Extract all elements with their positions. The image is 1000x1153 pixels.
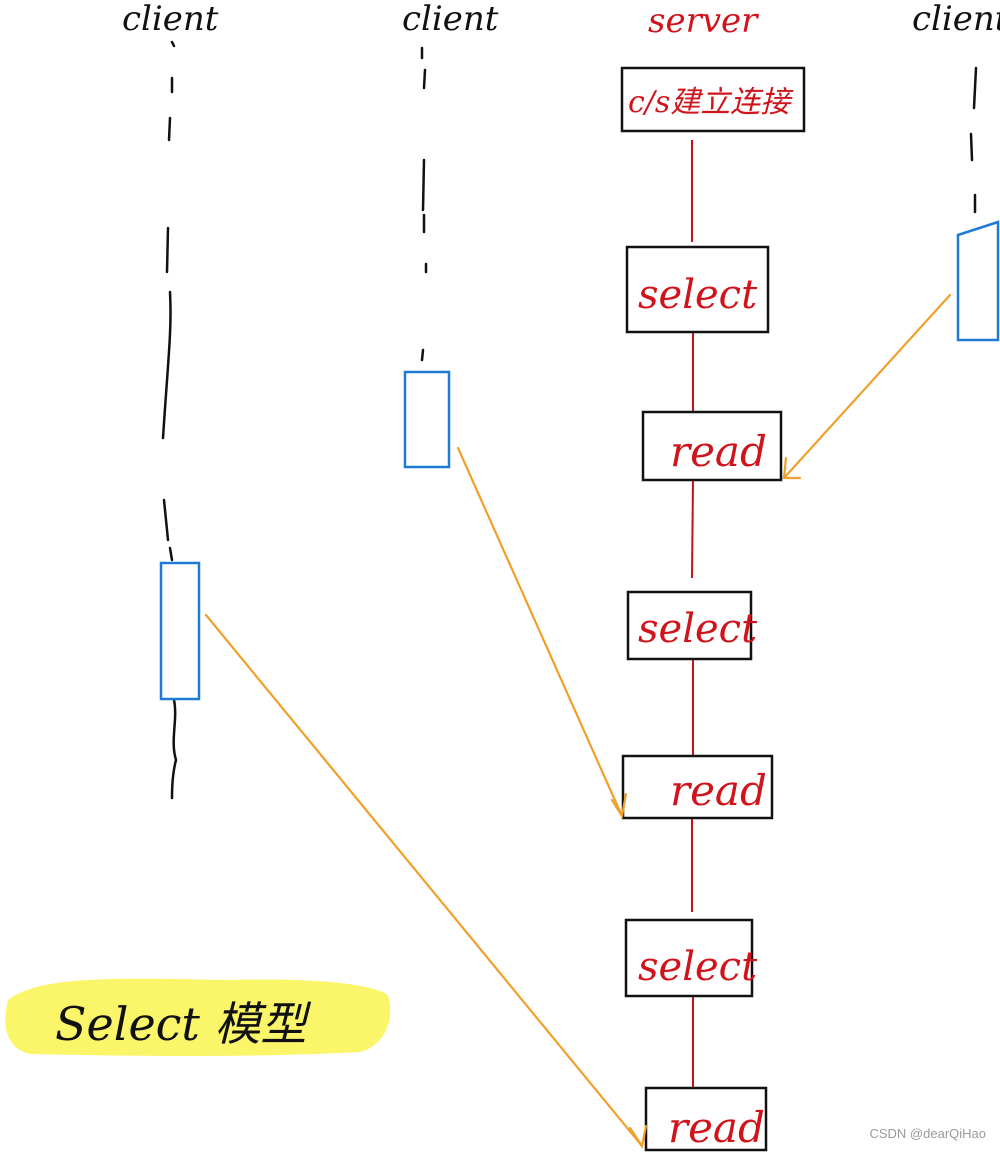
- watermark: CSDN @dearQiHao: [869, 1126, 986, 1141]
- client-3-label: client: [912, 0, 1000, 39]
- server-step-read-1-label: read: [670, 427, 767, 476]
- server-step-select-1-label: select: [638, 272, 758, 318]
- server-step-read-1: read: [641, 410, 783, 482]
- arrow-client-3-to-read-1: [782, 293, 952, 480]
- server-step-read-2: read: [621, 754, 774, 820]
- arrow-client-1-to-read-3: [204, 613, 648, 1149]
- client-3-lifeline: [969, 66, 978, 214]
- server-step-select-3-label: select: [638, 944, 758, 990]
- server-step-read-2-label: read: [670, 766, 767, 815]
- server-step-read-3: read: [644, 1086, 768, 1152]
- client-1-lifeline: [161, 40, 178, 800]
- server-step-select-2-label: select: [638, 606, 758, 652]
- arrow-client-2-to-read-2: [456, 446, 628, 819]
- client-2-lifeline: [420, 46, 428, 362]
- server-lifeline: [691, 140, 694, 1088]
- server-step-connect-label: c/s建立连接: [628, 85, 794, 120]
- client-1-label: client: [122, 0, 219, 39]
- caption-highlight: [5, 978, 391, 1056]
- server-label: server: [648, 1, 759, 41]
- client-1-activation: [159, 561, 201, 701]
- caption: Select 模型: [55, 997, 312, 1051]
- server-step-connect: c/s建立连接: [620, 66, 806, 133]
- server-step-select-1: select: [625, 245, 770, 334]
- client-2-label: client: [402, 0, 499, 39]
- server-step-select-3: select: [624, 918, 758, 998]
- server-step-select-2: select: [626, 590, 758, 661]
- client-3-activation: [956, 220, 1000, 342]
- client-2-activation: [403, 370, 451, 469]
- server-step-read-3-label: read: [668, 1103, 765, 1152]
